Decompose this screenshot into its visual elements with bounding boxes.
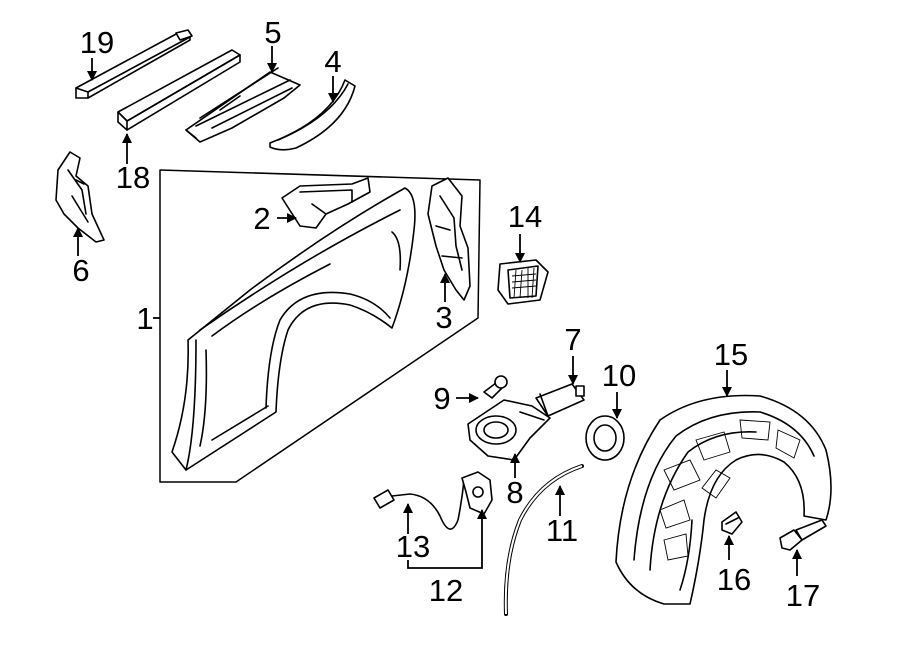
part-14-vent-grille xyxy=(497,259,549,305)
part-1-quarter-panel-box xyxy=(159,169,481,483)
callout-4: 4 xyxy=(324,44,341,79)
part-13-wire-harness xyxy=(373,471,493,530)
part-10-grommet xyxy=(585,415,625,461)
part-4-curved-trim xyxy=(269,79,356,151)
callout-3: 3 xyxy=(435,300,452,335)
callout-19: 19 xyxy=(80,25,114,60)
part-7-actuator xyxy=(535,383,585,417)
callout-15: 15 xyxy=(714,337,748,372)
part-8-fuel-door-housing xyxy=(467,399,551,461)
callout-8: 8 xyxy=(506,475,523,510)
part-11-cable xyxy=(503,464,584,616)
callouts: 19 18 5 4 6 2 3 14 1 7 9 10 8 11 15 16 1… xyxy=(72,15,820,613)
part-18-strip xyxy=(117,49,241,131)
callout-13: 13 xyxy=(396,529,430,564)
callout-6: 6 xyxy=(72,253,89,288)
part-1-quarter-panel xyxy=(171,187,416,471)
callout-16: 16 xyxy=(717,562,751,597)
part-19-strip xyxy=(75,29,193,99)
callout-1: 1 xyxy=(136,301,153,336)
part-9-screw xyxy=(483,375,508,399)
leader-lines xyxy=(73,46,802,576)
callout-11: 11 xyxy=(546,513,578,548)
callout-10: 10 xyxy=(602,358,636,393)
part-15-wheelhouse-liner xyxy=(615,394,832,605)
callout-7: 7 xyxy=(564,322,581,357)
callout-2: 2 xyxy=(253,201,270,236)
part-5-sill-panel xyxy=(185,67,301,143)
callout-5: 5 xyxy=(264,15,281,50)
callout-17: 17 xyxy=(786,578,820,613)
part-17-screw xyxy=(779,519,827,551)
callout-9: 9 xyxy=(433,381,450,416)
part-2-bracket xyxy=(281,177,371,229)
leader-12 xyxy=(407,509,487,569)
part-16-clip xyxy=(721,511,743,535)
part-3-inner-bracket xyxy=(427,177,471,301)
callout-14: 14 xyxy=(508,199,542,234)
part-6-pillar-bracket xyxy=(55,151,105,243)
callout-12: 12 xyxy=(429,573,463,608)
callout-18: 18 xyxy=(116,160,150,195)
